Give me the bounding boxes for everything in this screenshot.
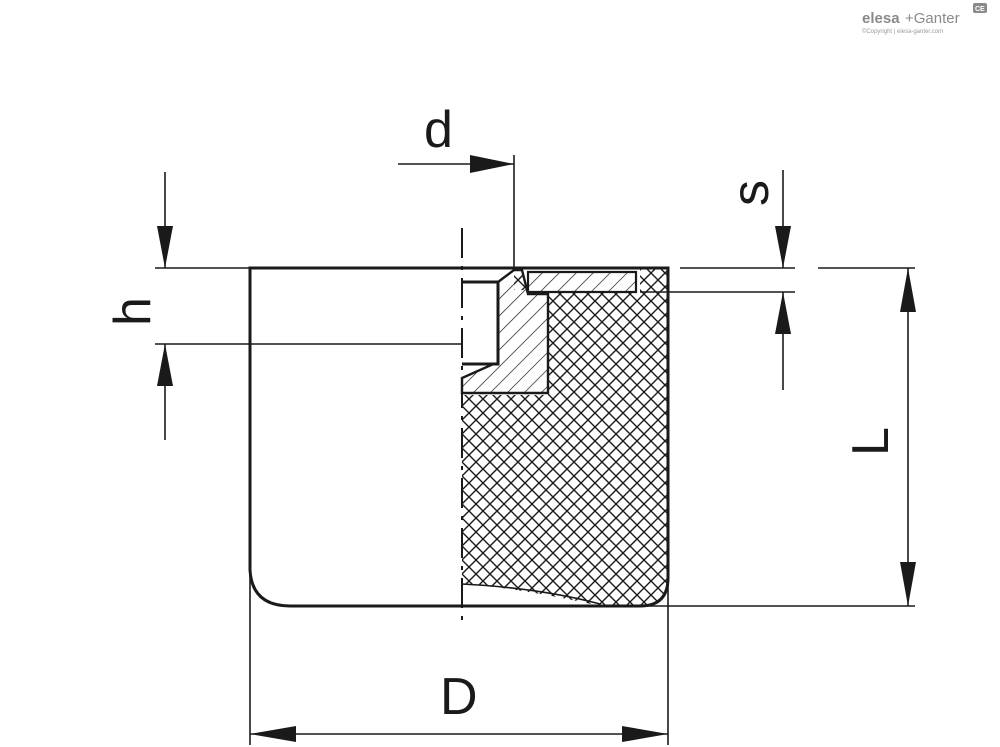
brand-copyright: ©Copyright | elesa-ganter.com bbox=[862, 28, 943, 35]
dimension-label-d: d bbox=[424, 101, 453, 159]
dimension-h: h bbox=[104, 172, 462, 440]
dimension-D: D bbox=[249, 570, 669, 745]
arrow-icon bbox=[250, 726, 296, 742]
dimension-label-D: D bbox=[440, 668, 478, 726]
arrow-icon bbox=[622, 726, 668, 742]
dimension-label-s: s bbox=[722, 180, 780, 206]
ce-badge-label: CE bbox=[975, 6, 985, 13]
arrow-icon bbox=[470, 155, 514, 173]
arrow-icon bbox=[900, 268, 916, 312]
section-bottom-curve bbox=[461, 583, 601, 605]
arrow-icon bbox=[157, 226, 173, 268]
brand-logo: elesa +Ganter ©Copyright | elesa-ganter.… bbox=[862, 3, 987, 35]
ce-badge-icon bbox=[973, 3, 987, 13]
dimension-label-h: h bbox=[104, 297, 162, 326]
dimension-L: L bbox=[640, 267, 916, 607]
thread-bore bbox=[462, 282, 498, 364]
dimension-label-L: L bbox=[842, 427, 900, 456]
arrow-icon bbox=[775, 292, 791, 334]
dimension-d: d bbox=[398, 101, 515, 268]
thread-bore-outline bbox=[462, 280, 500, 366]
brand-name-primary: elesa bbox=[862, 10, 900, 27]
top-insert-ring bbox=[526, 270, 638, 294]
arrow-icon bbox=[900, 562, 916, 606]
arrow-icon bbox=[157, 344, 173, 386]
brand-name-secondary: +Ganter bbox=[905, 10, 960, 27]
dimension-s: s bbox=[640, 170, 795, 390]
arrow-icon bbox=[775, 226, 791, 268]
